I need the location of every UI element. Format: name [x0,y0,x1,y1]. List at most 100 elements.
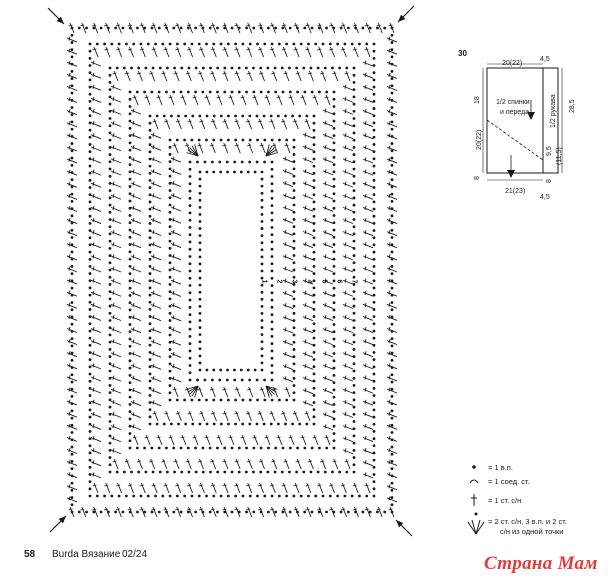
dc-stitch [130,328,142,334]
dc-bar [92,48,97,51]
dc-bar [132,436,137,439]
dc-bar [344,351,347,356]
chain-dot [130,470,133,474]
dc-bar [185,72,190,75]
chain-dot [179,446,183,450]
dc-bar [344,363,347,368]
chain-dot [88,315,92,319]
dc-bar [340,48,345,51]
dc-bar [246,508,251,511]
dc-stitch [301,434,307,446]
chain-dot [188,291,192,295]
chain-dot [390,62,394,66]
dc-bar [328,484,334,487]
dc-bar [92,84,95,89]
dc-stitch [362,328,374,333]
dc-bar [324,254,327,259]
dc-stitch [198,142,204,154]
chain-dot [136,26,139,30]
dc-bar [364,302,367,307]
chain-dot [128,410,132,414]
chain-dot [372,135,376,139]
chain-dot [256,42,259,46]
chain-dot [390,351,394,355]
dc-bar [324,375,327,380]
chain-dot [241,422,245,426]
dc-stitch [342,267,354,273]
chain-dot [198,234,202,238]
dc-stitch [322,364,334,370]
chain-dot [372,85,376,89]
chain-dot [155,114,159,118]
chain-dot [312,157,316,161]
chain-dot [70,330,74,333]
chain-dot [305,114,309,118]
chain-dot [292,181,296,185]
dc-stitch [130,304,142,309]
chain-dot [332,301,336,305]
dc-stitch [66,267,78,273]
dc-stitch [66,315,78,321]
dc-bar [388,145,391,150]
chain-dot [346,510,350,514]
chain-dot [352,340,356,344]
chain-dot [70,286,74,290]
dc-stitch [90,473,102,479]
chain-dot [70,163,74,167]
chain-dot [259,90,263,94]
chain-dot [198,333,202,337]
chain-dot [88,64,92,67]
chain-dot [314,494,318,498]
dc-stitch [362,316,374,321]
dc-stitch [345,70,351,82]
chain-dot [332,286,336,290]
dc-bar [161,72,166,75]
dc-bar [156,96,161,99]
chain-dot [328,494,332,498]
chain-dot [332,315,336,319]
chain-dot [285,138,289,142]
chain-dot [390,423,394,427]
chain-dot [372,78,376,82]
dc-stitch [282,267,294,273]
chain-dot [312,265,316,268]
chain-dot [148,293,152,297]
cluster-stitch [467,521,477,535]
dc-bar [210,120,216,123]
dc-stitch [342,146,354,152]
dc-stitch [386,485,398,491]
chain-dot [255,114,259,118]
dc-stitch [306,46,312,58]
dc-bar [112,205,115,210]
chain-dot [390,387,394,391]
chain-dot [157,26,161,30]
chain-dot [169,422,173,426]
chain-dot [128,170,132,174]
chain-dot [390,409,394,413]
cluster-stitch [186,152,199,157]
dc-stitch [93,22,99,34]
dc-bar [92,484,97,487]
page-number: 58 [24,549,36,560]
dc-bar [364,399,367,404]
chain-dot [241,114,245,118]
dc-bar [344,84,347,89]
dc-bar [332,72,337,75]
chain-dot [252,90,256,94]
dc-stitch [321,458,326,470]
dc-bar [222,460,227,463]
dc-bar [68,157,71,162]
chain-dot [325,446,329,450]
chain-dot [88,458,92,462]
dc-stitch [223,70,229,82]
dc-stitch [386,37,398,43]
chain-dot [88,56,92,60]
dc-bar [210,412,216,415]
chain-dot [210,378,214,382]
dc-bar [304,144,307,149]
dc-bar [376,508,381,511]
dc-bar [68,133,71,138]
dc-stitch [258,118,264,130]
dc-stitch [130,134,142,139]
dc-bar [352,508,358,511]
